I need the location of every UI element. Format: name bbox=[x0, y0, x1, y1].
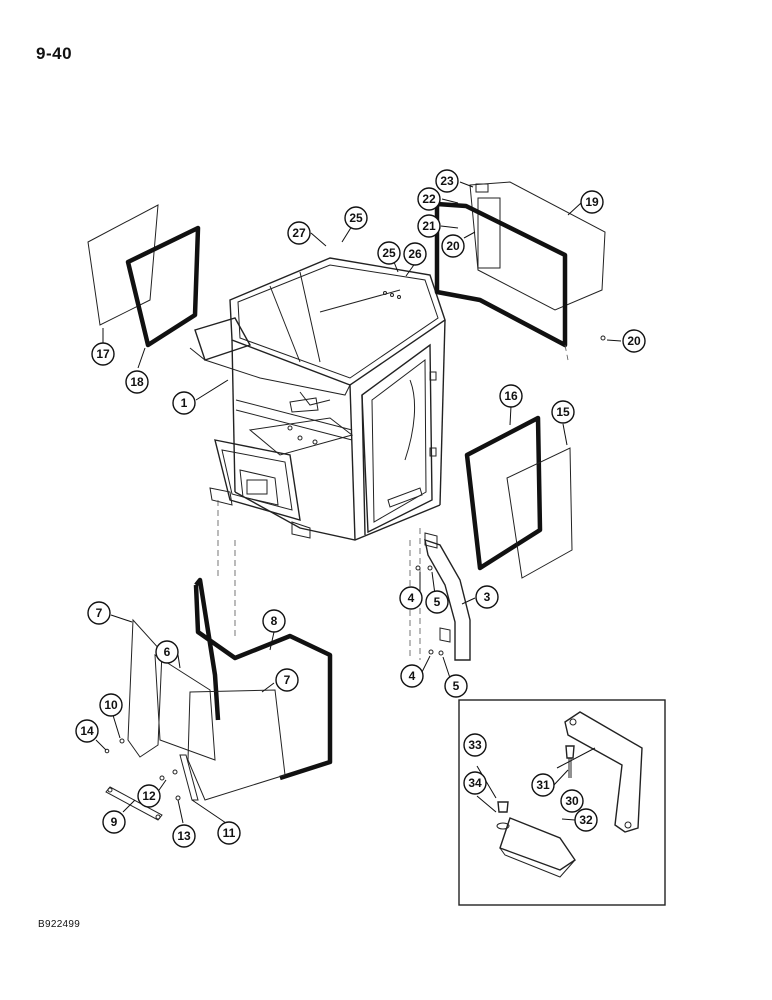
callout-25: 25 bbox=[344, 206, 368, 230]
svg-text:5: 5 bbox=[453, 679, 460, 693]
window-seal-8 bbox=[193, 577, 333, 781]
callout-9: 9 bbox=[102, 810, 126, 834]
callout-23: 23 bbox=[435, 169, 459, 193]
svg-text:4: 4 bbox=[408, 591, 415, 605]
callout-10: 10 bbox=[99, 693, 123, 717]
callout-19: 19 bbox=[580, 190, 604, 214]
strip-11 bbox=[179, 754, 199, 801]
svg-text:4: 4 bbox=[409, 669, 416, 683]
svg-text:8: 8 bbox=[271, 614, 278, 628]
callout-3: 3 bbox=[475, 585, 499, 609]
callout-4: 4 bbox=[400, 664, 424, 688]
svg-text:33: 33 bbox=[468, 738, 482, 752]
svg-text:16: 16 bbox=[504, 389, 518, 403]
callout-6: 6 bbox=[155, 640, 179, 664]
svg-text:20: 20 bbox=[446, 239, 460, 253]
callout-26: 26 bbox=[403, 242, 427, 266]
svg-text:15: 15 bbox=[556, 405, 570, 419]
callout-7: 7 bbox=[87, 601, 111, 625]
callout-27: 27 bbox=[287, 221, 311, 245]
svg-text:9: 9 bbox=[111, 815, 118, 829]
door-glass-19 bbox=[469, 181, 606, 311]
svg-text:20: 20 bbox=[627, 334, 641, 348]
callout-25: 25 bbox=[377, 241, 401, 265]
door-glass-15 bbox=[506, 447, 573, 579]
svg-text:5: 5 bbox=[434, 595, 441, 609]
callout-14: 14 bbox=[75, 719, 99, 743]
callout-18: 18 bbox=[125, 370, 149, 394]
svg-text:30: 30 bbox=[565, 794, 579, 808]
svg-text:26: 26 bbox=[408, 247, 422, 261]
svg-text:25: 25 bbox=[382, 246, 396, 260]
svg-text:31: 31 bbox=[536, 778, 550, 792]
svg-text:27: 27 bbox=[292, 226, 306, 240]
callout-20: 20 bbox=[441, 234, 465, 258]
callout-20: 20 bbox=[622, 329, 646, 353]
svg-text:18: 18 bbox=[130, 375, 144, 389]
handle-3 bbox=[424, 532, 471, 661]
callout-34: 34 bbox=[463, 771, 487, 795]
callout-13: 13 bbox=[172, 824, 196, 848]
callout-33: 33 bbox=[463, 733, 487, 757]
window-glass-17 bbox=[87, 204, 159, 326]
cab-frame bbox=[189, 257, 446, 541]
callout-11: 11 bbox=[217, 821, 241, 845]
callout-32: 32 bbox=[574, 808, 598, 832]
window-glass-7-right bbox=[187, 689, 286, 801]
callout-31: 31 bbox=[531, 773, 555, 797]
callout-17: 17 bbox=[91, 342, 115, 366]
svg-text:3: 3 bbox=[484, 590, 491, 604]
callout-12: 12 bbox=[137, 784, 161, 808]
detail-inset bbox=[458, 699, 666, 906]
svg-text:17: 17 bbox=[96, 347, 110, 361]
callout-22: 22 bbox=[417, 187, 441, 211]
callout-4: 4 bbox=[399, 586, 423, 610]
page-number: 9-40 bbox=[36, 44, 73, 63]
svg-text:1: 1 bbox=[181, 396, 188, 410]
svg-text:6: 6 bbox=[164, 645, 171, 659]
svg-text:25: 25 bbox=[349, 211, 363, 225]
door-seal-21 bbox=[434, 201, 568, 348]
svg-text:22: 22 bbox=[422, 192, 436, 206]
svg-text:7: 7 bbox=[284, 673, 291, 687]
window-glass-6 bbox=[154, 654, 216, 761]
callout-16: 16 bbox=[499, 384, 523, 408]
svg-text:14: 14 bbox=[80, 724, 94, 738]
svg-text:11: 11 bbox=[223, 826, 236, 840]
callout-21: 21 bbox=[417, 214, 441, 238]
callout-1: 1 bbox=[172, 391, 196, 415]
callout-7: 7 bbox=[275, 668, 299, 692]
svg-text:34: 34 bbox=[468, 776, 482, 790]
window-seal-18 bbox=[125, 225, 201, 348]
door-seal-16 bbox=[464, 415, 543, 571]
leader-lines bbox=[95, 181, 622, 824]
callout-5: 5 bbox=[425, 590, 449, 614]
callout-15: 15 bbox=[551, 400, 575, 424]
svg-text:12: 12 bbox=[142, 789, 156, 803]
svg-text:13: 13 bbox=[177, 829, 191, 843]
svg-text:7: 7 bbox=[96, 606, 103, 620]
svg-text:21: 21 bbox=[422, 219, 436, 233]
svg-text:19: 19 bbox=[585, 195, 599, 209]
callout-5: 5 bbox=[444, 674, 468, 698]
figure-code: B922499 bbox=[38, 919, 81, 930]
svg-text:23: 23 bbox=[440, 174, 454, 188]
svg-text:32: 32 bbox=[579, 813, 593, 827]
callout-8: 8 bbox=[262, 609, 286, 633]
callout-30: 30 bbox=[560, 789, 584, 813]
svg-text:10: 10 bbox=[104, 698, 118, 712]
